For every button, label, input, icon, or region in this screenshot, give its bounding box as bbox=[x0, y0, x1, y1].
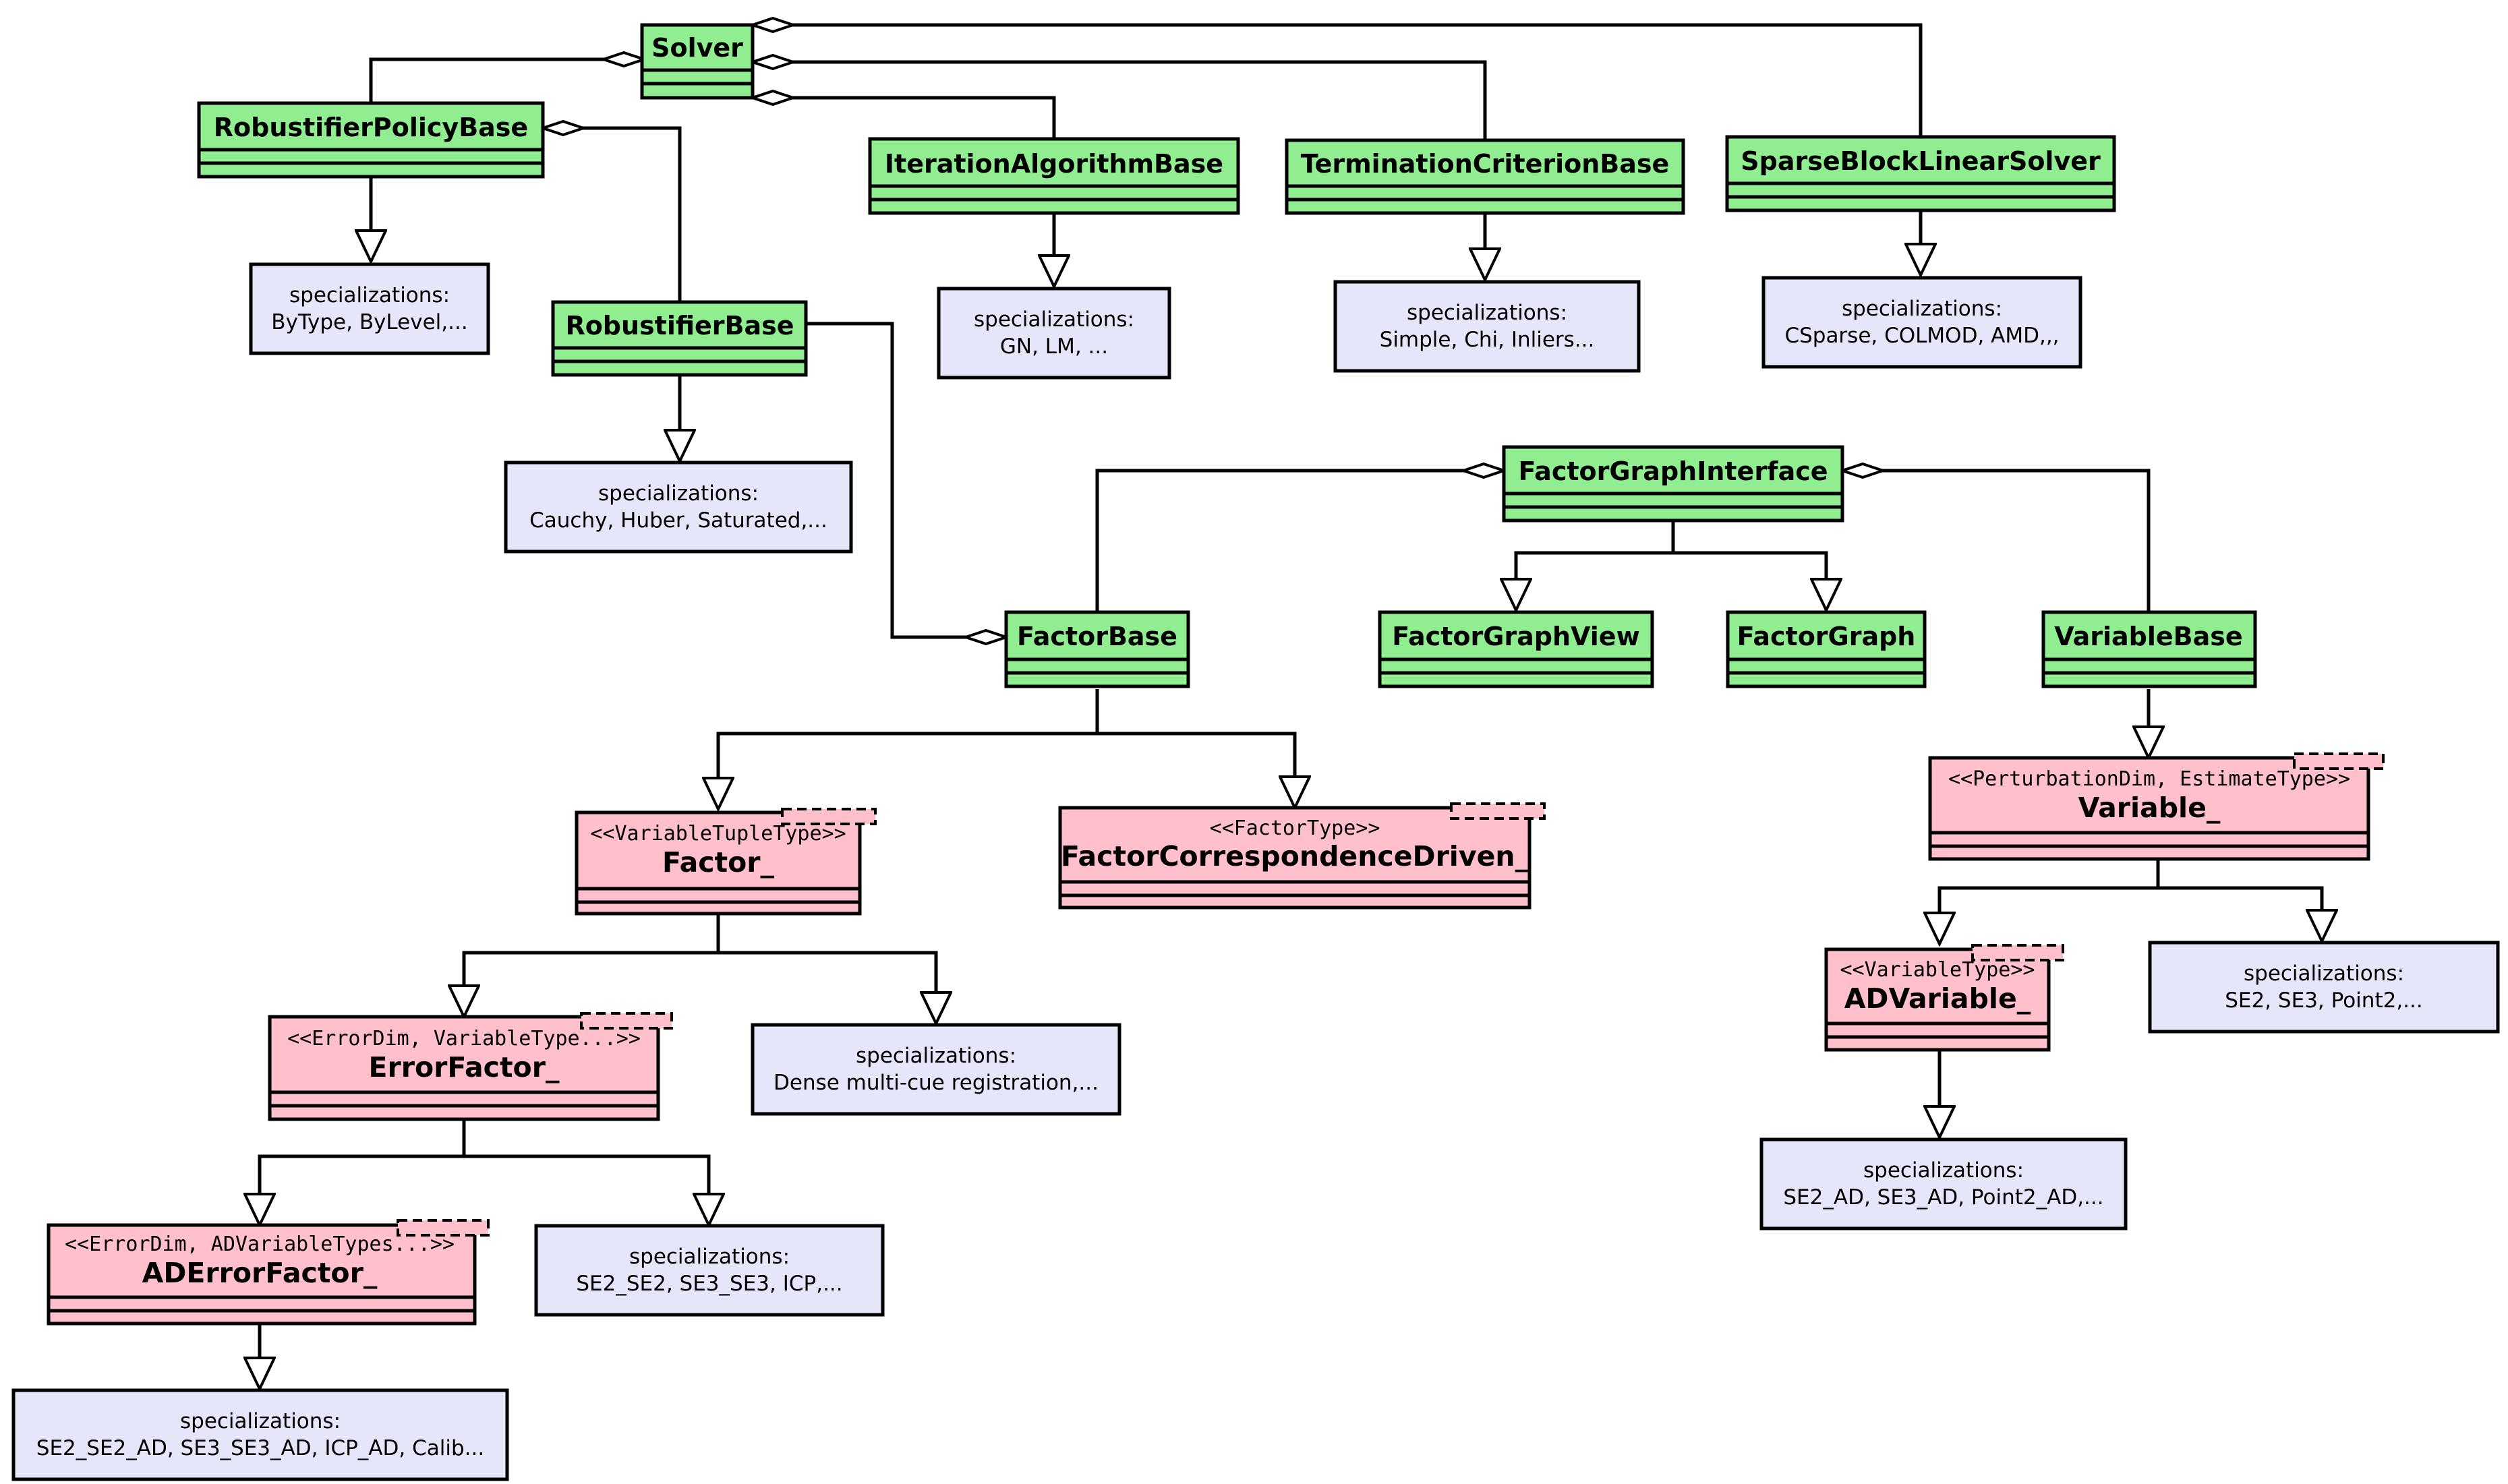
note-heading: specializations: bbox=[180, 1409, 341, 1433]
class-name: Solver bbox=[651, 33, 743, 63]
template-parameters: <<PerturbationDim, EstimateType>> bbox=[1948, 767, 2350, 791]
template-parameters: <<ErrorDim, ADVariableTypes...>> bbox=[65, 1233, 455, 1256]
template-class-variable[interactable]: <<PerturbationDim, EstimateType>> Variab… bbox=[1928, 752, 2385, 861]
class-name: FactorGraphInterface bbox=[1518, 456, 1828, 486]
note-factor-specializations: specializations: Dense multi-cue registr… bbox=[751, 1023, 1121, 1116]
class-name: FactorGraph bbox=[1737, 622, 1916, 651]
class-name: SparseBlockLinearSolver bbox=[1741, 146, 2101, 176]
generalization-edge-factorbase-factor bbox=[718, 689, 1099, 809]
note-heading: specializations: bbox=[1863, 1158, 2024, 1183]
class-name: TerminationCriterionBase bbox=[1301, 149, 1670, 179]
note-body: GN, LM, ... bbox=[1000, 334, 1108, 359]
relations bbox=[260, 25, 2322, 1389]
template-class-factorcorrespondencedriven[interactable]: <<FactorType>> FactorCorrespondenceDrive… bbox=[1058, 802, 1546, 910]
class-name: ErrorFactor_ bbox=[369, 1051, 560, 1084]
note-heading: specializations: bbox=[2244, 961, 2404, 986]
class-name: Factor_ bbox=[662, 846, 775, 879]
generalization-edge-errorfactor-note bbox=[462, 1119, 709, 1225]
class-name: FactorBase bbox=[1017, 622, 1177, 651]
class-terminationcriterionbase[interactable]: TerminationCriterionBase bbox=[1285, 138, 1685, 215]
note-heading: specializations: bbox=[289, 283, 450, 307]
generalization-edge-errorfactor-aderrorfactor bbox=[260, 1119, 466, 1225]
note-body: Simple, Chi, Inliers... bbox=[1380, 328, 1595, 352]
note-robustifierpolicy-specializations: specializations: ByType, ByLevel,... bbox=[249, 262, 490, 355]
template-class-advariable[interactable]: <<VariableType>> ADVariable_ bbox=[1824, 944, 2064, 1052]
note-iterationalgorithm-specializations: specializations: GN, LM, ... bbox=[937, 287, 1171, 380]
generalization-edge-factor-errorfactor bbox=[464, 914, 720, 1017]
class-name: FactorCorrespondenceDriven_ bbox=[1061, 840, 1529, 872]
class-name: RobustifierPolicyBase bbox=[214, 113, 528, 142]
note-errorfactor-specializations: specializations: SE2_SE2, SE3_SE3, ICP,.… bbox=[534, 1224, 885, 1317]
note-aderrorfactor-specializations: specializations: SE2_SE2_AD, SE3_SE3_AD,… bbox=[11, 1388, 509, 1481]
note-body: ByType, ByLevel,... bbox=[271, 310, 467, 334]
class-variablebase[interactable]: VariableBase bbox=[2041, 610, 2257, 688]
note-body: SE2_SE2, SE3_SE3, ICP,... bbox=[576, 1272, 842, 1296]
template-parameters: <<VariableTupleType>> bbox=[590, 822, 846, 845]
note-heading: specializations: bbox=[629, 1245, 790, 1269]
class-robustifierbase[interactable]: RobustifierBase bbox=[551, 300, 808, 377]
note-advariable-specializations: specializations: SE2_AD, SE3_AD, Point2_… bbox=[1759, 1137, 2128, 1230]
note-heading: specializations: bbox=[1407, 301, 1567, 325]
class-robustifierpolicybase[interactable]: RobustifierPolicyBase bbox=[197, 101, 545, 179]
note-sparseblocklinearsolver-specializations: specializations: CSparse, COLMOD, AMD,,, bbox=[1761, 276, 2082, 369]
class-factorgraphview[interactable]: FactorGraphView bbox=[1378, 610, 1654, 688]
note-heading: specializations: bbox=[1842, 297, 2002, 321]
template-class-aderrorfactor[interactable]: <<ErrorDim, ADVariableTypes...>> ADError… bbox=[47, 1219, 490, 1326]
template-class-errorfactor[interactable]: <<ErrorDim, VariableType...>> ErrorFacto… bbox=[268, 1012, 673, 1121]
aggregation-edge-solver-robustifierpolicybase bbox=[369, 59, 644, 115]
aggregation-edge-solver-sparseblocklinearsolver bbox=[753, 25, 1923, 145]
note-body: CSparse, COLMOD, AMD,,, bbox=[1784, 324, 2059, 348]
aggregation-edge-solver-terminationcriterionbase bbox=[753, 62, 1487, 150]
generalization-edge-factor-note bbox=[716, 914, 936, 1023]
class-name: Variable_ bbox=[2078, 792, 2221, 824]
class-factorgraph[interactable]: FactorGraph bbox=[1726, 610, 1927, 688]
note-robustifier-specializations: specializations: Cauchy, Huber, Saturate… bbox=[504, 461, 853, 554]
class-factorgraphinterface[interactable]: FactorGraphInterface bbox=[1502, 445, 1844, 523]
aggregation-edge-solver-iterationalgorithmbase bbox=[753, 98, 1056, 150]
class-name: RobustifierBase bbox=[565, 311, 794, 340]
generalization-edge-variable-note bbox=[2156, 859, 2322, 941]
class-name: ADErrorFactor_ bbox=[142, 1257, 378, 1289]
template-classes: <<VariableTupleType>> Factor_ <<FactorTy… bbox=[47, 752, 2385, 1326]
note-variable-specializations: specializations: SE2, SE3, Point2,... bbox=[2148, 941, 2500, 1034]
note-body: Dense multi-cue registration,... bbox=[774, 1071, 1099, 1095]
note-heading: specializations: bbox=[974, 307, 1134, 332]
class-name: IterationAlgorithmBase bbox=[885, 149, 1223, 179]
base-classes: Solver RobustifierPolicyBase IterationAl… bbox=[197, 23, 2257, 688]
class-sparseblocklinearsolver[interactable]: SparseBlockLinearSolver bbox=[1725, 135, 2116, 212]
note-heading: specializations: bbox=[598, 481, 759, 506]
class-solver[interactable]: Solver bbox=[640, 23, 755, 100]
aggregation-edge-robustifierpolicy-robustifier bbox=[543, 128, 682, 305]
class-factorbase[interactable]: FactorBase bbox=[1004, 610, 1190, 688]
generalization-edge-factorgraphinterface-factorgraph bbox=[1671, 521, 1826, 610]
note-body: SE2_AD, SE3_AD, Point2_AD,... bbox=[1783, 1185, 2103, 1210]
note-body: Cauchy, Huber, Saturated,... bbox=[529, 508, 827, 533]
note-heading: specializations: bbox=[856, 1044, 1016, 1068]
note-body: SE2_SE2_AD, SE3_SE3_AD, ICP_AD, Calib... bbox=[36, 1436, 484, 1460]
template-parameters: <<FactorType>> bbox=[1210, 817, 1380, 840]
aggregation-edge-factorgraphinterface-variablebase bbox=[1842, 471, 2151, 612]
specialization-notes: specializations: ByType, ByLevel,... spe… bbox=[11, 262, 2500, 1481]
template-parameters: <<VariableType>> bbox=[1840, 958, 2035, 982]
generalization-edge-factorgraphinterface-factorgraphview bbox=[1516, 521, 1675, 610]
class-name: VariableBase bbox=[2054, 622, 2242, 651]
generalization-edge-variable-advariable bbox=[1940, 859, 2160, 944]
class-name: ADVariable_ bbox=[1844, 982, 2031, 1015]
class-name: FactorGraphView bbox=[1392, 622, 1639, 651]
note-terminationcriterion-specializations: specializations: Simple, Chi, Inliers... bbox=[1333, 280, 1641, 373]
note-body: SE2, SE3, Point2,... bbox=[2225, 988, 2423, 1013]
template-class-factor[interactable]: <<VariableTupleType>> Factor_ bbox=[575, 808, 877, 916]
aggregation-edge-robustifier-factorbase bbox=[806, 322, 1006, 637]
template-parameters: <<ErrorDim, VariableType...>> bbox=[287, 1027, 641, 1050]
class-iterationalgorithmbase[interactable]: IterationAlgorithmBase bbox=[868, 137, 1240, 215]
generalization-edge-factorbase-factorcorrespondencedriven bbox=[1095, 689, 1295, 808]
aggregation-edge-factorgraphinterface-factorbase bbox=[1095, 471, 1504, 612]
